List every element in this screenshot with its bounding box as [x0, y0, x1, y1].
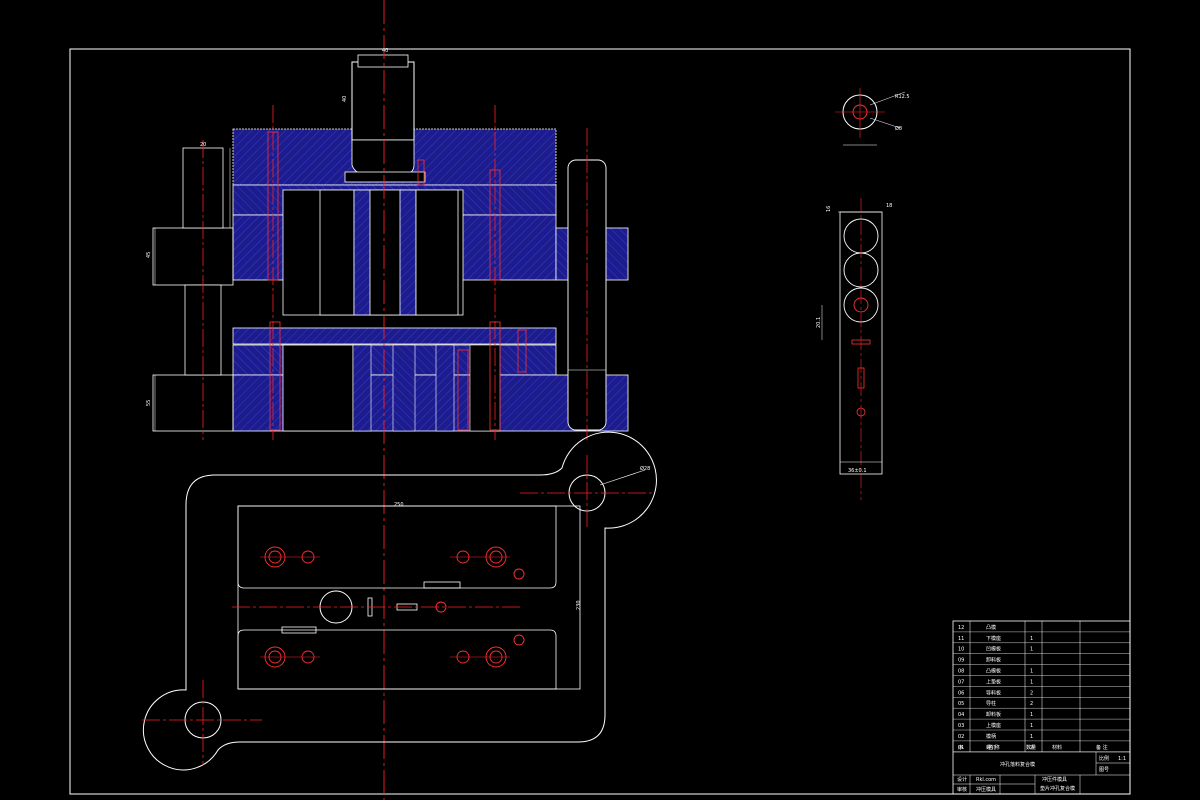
dim-strip-top2: 18: [886, 203, 892, 209]
tb-row-no: 01: [958, 745, 964, 751]
section-view: 40 40 20 45 55: [146, 0, 629, 800]
die-shank: [351, 61, 415, 141]
tb-drawing-name: 垫片冲孔复合模: [1040, 785, 1075, 792]
tb-row-name: 螺钉: [986, 744, 996, 751]
tb-row-name: 导柱: [986, 700, 996, 707]
tb-row-qty: 1: [1030, 734, 1033, 740]
tb-header-no: 序: [958, 744, 963, 751]
tb-row-name: 卸料板: [986, 657, 1001, 664]
die-opening-4: [435, 344, 455, 432]
tb-scale: 1:1: [1118, 756, 1126, 762]
tb-row-name: 凸模: [986, 624, 996, 631]
dim-stripper-width: 20: [200, 142, 206, 148]
tb-row-name: 模柄: [986, 733, 996, 740]
tb-row-qty: 1: [1030, 679, 1033, 685]
tb-row-name: 导料板: [986, 689, 1001, 696]
tb-row-qty: 1: [1030, 636, 1033, 642]
tb-row-no: 11: [958, 636, 964, 642]
dim-part-r1: R12.5: [895, 94, 910, 100]
tb-designer-label: 设计: [957, 776, 967, 783]
plan-view: Ø28 250 230: [142, 431, 657, 771]
tb-header-qty: 数量: [1026, 744, 1036, 751]
dim-strip-bottom: 36±0.1: [848, 468, 867, 474]
punch-red: [417, 159, 425, 186]
tb-row-qty: 1: [1030, 669, 1033, 675]
tb-designer: Rkl.com: [976, 777, 996, 783]
tb-row-no: 03: [958, 723, 964, 729]
stop-block-1: [423, 581, 461, 589]
tb-sheet-label: 图号: [1099, 767, 1109, 773]
tb-header-remark: 备 注: [1096, 744, 1108, 751]
die-opening-5: [469, 344, 501, 432]
drawing-frame: [69, 48, 1131, 795]
stripper-plate: [232, 327, 557, 345]
dim-hole: Ø28: [640, 465, 650, 472]
die-shank-top: [357, 54, 409, 68]
die-opening-1: [282, 344, 354, 432]
tb-row-qty: 2: [1030, 701, 1033, 707]
dim-left-height-1: 45: [146, 252, 152, 258]
tb-row-no: 05: [958, 701, 964, 707]
tb-header-material: 材料: [1052, 744, 1062, 751]
upper-guide-rail: [237, 505, 557, 589]
tb-row-qty: 2: [1030, 690, 1033, 696]
tb-row-qty: 1: [1030, 647, 1033, 653]
dim-part-r2: Ø8: [895, 125, 902, 132]
dim-punch-height: 40: [342, 96, 348, 102]
tb-row-no: 12: [958, 625, 964, 631]
tb-row-no: 06: [958, 690, 964, 696]
dim-plan-width: 250: [394, 502, 404, 508]
tb-row-name: 凸模板: [986, 668, 1001, 675]
punch-body-1: [319, 189, 355, 316]
tb-row-name: 卸料板: [986, 711, 1001, 718]
dim-plan-height: 230: [576, 600, 582, 610]
tb-title: 冲孔落料复合模: [1000, 761, 1035, 768]
die-shank-taper: [351, 139, 415, 176]
tb-row-no: 07: [958, 679, 964, 685]
stop-block-2: [281, 626, 317, 634]
punch-body-3: [369, 189, 401, 316]
upper-plate-left-ear: [152, 227, 234, 286]
tb-row-qty: 1: [1030, 712, 1033, 718]
tb-row-no: 02: [958, 734, 964, 740]
tb-header-name: 名 称: [988, 744, 1000, 751]
lower-guide-rail: [237, 629, 557, 690]
dim-strip-width: 20.1: [816, 317, 822, 328]
tb-row-no: 09: [958, 658, 964, 664]
die-opening-2: [352, 344, 372, 432]
dim-top-width: 40: [382, 48, 388, 54]
inner-plate: [237, 505, 581, 690]
dim-strip-top: 16: [826, 206, 832, 212]
punch-body-4: [415, 189, 459, 316]
lower-die-left-ear: [152, 374, 234, 432]
tb-checker-label: 审核: [957, 786, 967, 793]
tb-row-qty: 2: [1030, 745, 1033, 751]
die-opening-3: [392, 344, 416, 432]
shank-collar: [344, 171, 426, 183]
part-view: R12.5 Ø8: [835, 88, 910, 146]
strip-layout: 16 18 20.1 36±0.1: [816, 198, 892, 500]
tb-scale-label: 比例: [1099, 755, 1109, 762]
tb-row-no: 08: [958, 669, 964, 675]
dim-left-height-2: 55: [146, 400, 152, 406]
tb-row-name: 下模座: [986, 635, 1001, 642]
tb-row-name: 上垫板: [986, 678, 1001, 685]
die-set-outline: [142, 431, 657, 771]
tb-row-qty: 1: [1030, 723, 1033, 729]
tb-row-no: 10: [958, 647, 964, 653]
screw-lower-left: [269, 321, 281, 431]
tb-row-no: 04: [958, 712, 964, 718]
pin-lower-2: [517, 329, 527, 373]
tb-row-name: 凹模板: [986, 646, 1001, 653]
tb-school: 冲压件模具: [1042, 776, 1067, 783]
pin-lower-1: [457, 349, 469, 431]
tb-checker: 冲压模具: [976, 786, 996, 793]
title-block-frame: [952, 620, 1131, 795]
tb-row-name: 上模座: [986, 722, 1001, 729]
